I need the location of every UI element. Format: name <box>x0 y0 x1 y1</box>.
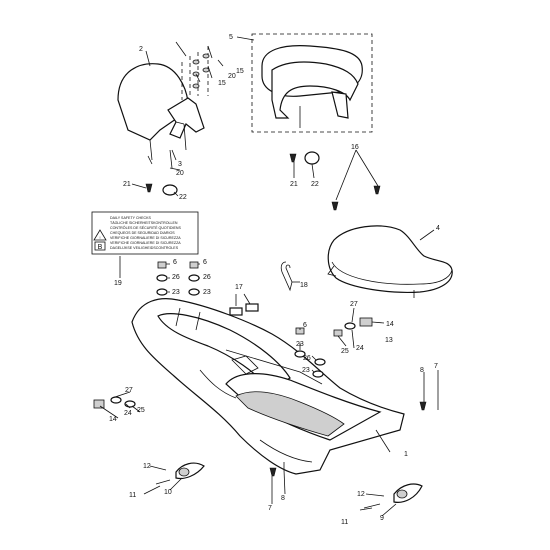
callout-label: 24 <box>124 410 132 417</box>
callout-label: 23 <box>203 289 211 296</box>
callout-label: 22 <box>179 194 187 201</box>
callout-label: 15 <box>218 80 226 87</box>
warning-label-line: DAILY SAFETY CHECKS <box>110 216 152 220</box>
callout-label: 8 <box>281 495 285 502</box>
rider-seat-part <box>327 225 453 298</box>
callout-label: 10 <box>164 489 172 496</box>
callout-label: 17 <box>235 284 243 291</box>
warning-label-part: ! B DAILY SAFETY CHECKS TÄGLICHE SICHERH… <box>91 211 199 255</box>
callout-label: 21 <box>123 181 131 188</box>
callout-label: 3 <box>178 161 182 168</box>
callout-label: 22 <box>311 181 319 188</box>
rear-indicator-parts <box>155 462 423 509</box>
callout-label: 4 <box>436 225 440 232</box>
callout-label: 1 <box>404 451 408 458</box>
callout-label: 23 <box>302 367 310 374</box>
tail-bodywork-part <box>131 298 405 475</box>
callout-label: 26 <box>172 274 180 281</box>
callout-label: 5 <box>229 34 233 41</box>
small-fasteners <box>93 151 439 477</box>
callout-label: 16 <box>351 144 359 151</box>
callout-label: 27 <box>125 387 133 394</box>
warning-label-line: CONTRÔLES DE SÉCURITÉ QUOTIDIENS <box>110 225 181 230</box>
callout-label: 14 <box>386 321 394 328</box>
callout-label: 23 <box>296 341 304 348</box>
warning-label-line: VERIFICHE GIORNALIERE DI SICUREZZA <box>110 236 181 240</box>
callout-label: 12 <box>357 491 365 498</box>
callout-label: 6 <box>203 259 207 266</box>
callout-label: 23 <box>172 289 180 296</box>
warning-label-line: CHEQUEOS DE SEGURIDAD DIARIOS <box>110 231 175 235</box>
callout-label: 8 <box>420 367 424 374</box>
extra-callouts: 6 23 <box>296 322 307 348</box>
warning-label-line: VERIFICHE GIORNALIERE DI SICUREZZA <box>110 241 181 245</box>
callout-numbers: 1 2 3 4 5 6 6 7 7 8 8 9 10 11 11 12 12 1… <box>109 34 440 526</box>
callout-label: 7 <box>434 363 438 370</box>
callout-label: 6 <box>173 259 177 266</box>
callout-label: 26 <box>203 274 211 281</box>
callout-label: 21 <box>290 181 298 188</box>
callout-label: 12 <box>143 463 151 470</box>
callout-label: 15 <box>236 68 244 75</box>
callout-label: 7 <box>268 505 272 512</box>
callout-label: 19 <box>114 280 122 287</box>
grab-rail-seat-part <box>251 33 373 133</box>
svg-text:B: B <box>98 244 103 251</box>
callout-label: 11 <box>129 492 136 499</box>
warning-label-line: DAGELIJKSE VEILIGHEIDSCONTROLES <box>110 246 179 250</box>
callout-label: 6 <box>303 322 307 329</box>
svg-text:!: ! <box>100 236 101 240</box>
leader-lines <box>99 36 439 517</box>
callout-label: 18 <box>300 282 308 289</box>
seat-cowl-part <box>117 46 210 169</box>
callout-label: 24 <box>356 345 364 352</box>
callout-label: 25 <box>137 407 145 414</box>
callout-label: 14 <box>109 416 117 423</box>
callout-label: 20 <box>228 73 236 80</box>
callout-label: 25 <box>341 348 349 355</box>
callout-label: 13 <box>385 337 393 344</box>
callout-label: 20 <box>176 170 184 177</box>
warning-label-line: TÄGLICHE SICHERHEITSKONTROLLEN <box>110 221 178 225</box>
callout-label: 11 <box>341 519 348 526</box>
callout-label: 26 <box>303 355 311 362</box>
callout-label: 27 <box>350 301 358 308</box>
callout-label: 9 <box>380 515 384 522</box>
callout-label: 2 <box>139 46 143 53</box>
